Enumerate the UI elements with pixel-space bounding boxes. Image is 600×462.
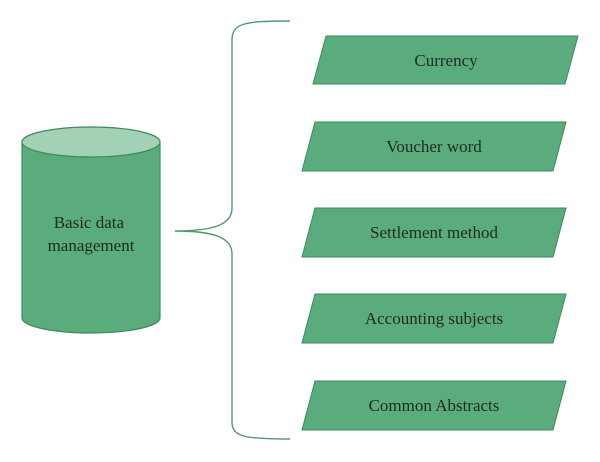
item-label: Accounting subjects	[365, 309, 503, 328]
database-label: Basic data management	[48, 213, 135, 255]
curly-brace	[174, 20, 291, 440]
item-accounting-subjects: Accounting subjects	[301, 293, 567, 344]
cylinder-body	[21, 141, 161, 334]
item-settlement-method: Settlement method	[301, 207, 567, 258]
item-label: Voucher word	[386, 137, 482, 156]
item-currency: Currency	[312, 35, 579, 85]
database-cylinder: Basic data management	[21, 126, 161, 334]
item-label: Currency	[414, 51, 478, 70]
database-label-line-2: management	[48, 236, 135, 255]
item-label: Common Abstracts	[369, 396, 500, 415]
item-shape	[312, 35, 579, 85]
item-shape	[301, 121, 567, 172]
item-shape	[301, 207, 567, 258]
database-label-line-1: Basic data	[54, 213, 125, 232]
item-shape	[301, 380, 567, 431]
item-label: Settlement method	[370, 223, 498, 242]
item-shape	[301, 293, 567, 344]
cylinder-top	[21, 126, 161, 158]
item-voucher-word: Voucher word	[301, 121, 567, 172]
item-common-abstracts: Common Abstracts	[301, 380, 567, 431]
